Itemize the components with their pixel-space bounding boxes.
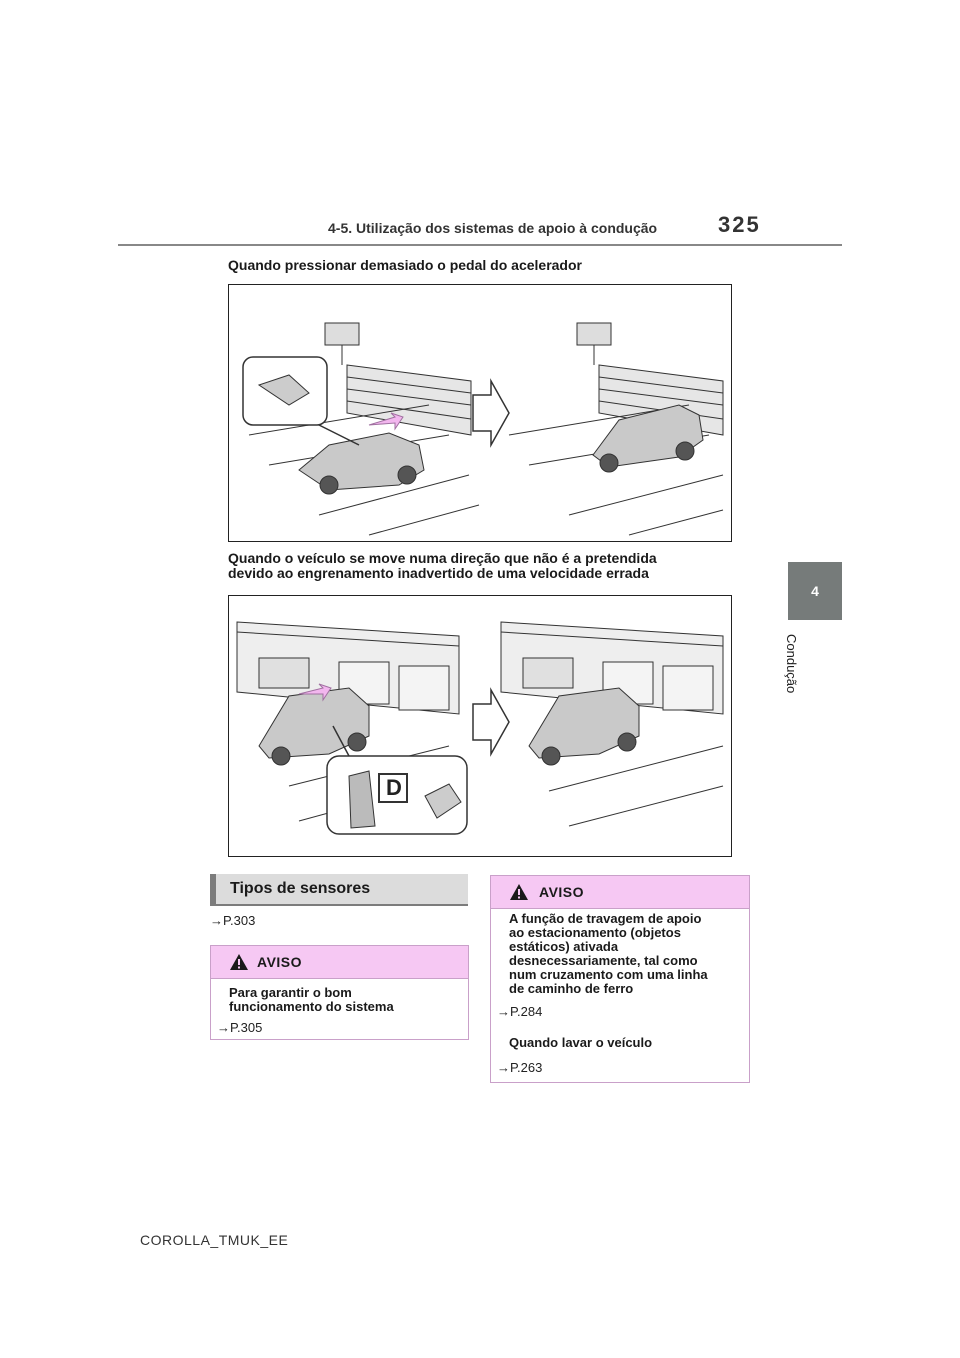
wrong-gear-illustration: D: [236, 621, 724, 835]
warning-right-reference-1[interactable]: →P.284: [497, 1004, 543, 1019]
arrow-right-icon: →: [497, 1004, 510, 1019]
warning-right-subheading: Quando lavar o veículo: [509, 1035, 653, 1050]
accelerator-parking-illustration: [242, 322, 724, 536]
warning-triangle-icon: [510, 884, 528, 900]
warning-left-reference[interactable]: →P.305: [217, 1020, 263, 1035]
warning-left-text-1: Para garantir o bom: [229, 985, 352, 1000]
warning-right-text-4: desnecessariamente, tal como: [509, 953, 698, 968]
figure-1-caption: Quando pressionar demasiado o pedal do a…: [228, 257, 582, 273]
sensors-section-title: Tipos de sensores: [230, 880, 371, 897]
gear-d-label: D: [386, 775, 402, 800]
page-number: 325: [718, 212, 761, 237]
warning-header-left: AVISO: [211, 946, 468, 979]
warning-header-right: AVISO: [491, 876, 749, 909]
warning-right-text-3: estáticos) ativada: [509, 939, 619, 954]
warning-right-reference-2[interactable]: →P.263: [497, 1060, 543, 1075]
chapter-side-label: Condução: [777, 634, 807, 704]
header-divider: [118, 244, 842, 246]
warning-right-text-2: ao estacionamento (objetos: [509, 925, 681, 940]
warning-right-text-1: A função de travagem de apoio: [509, 911, 702, 926]
chapter-tab: 4: [788, 562, 842, 620]
arrow-right-icon: →: [210, 913, 223, 928]
figure-1-illustration: [228, 284, 732, 542]
chapter-label: Condução: [784, 634, 799, 694]
figure-2-caption-line1: Quando o veículo se move numa direção qu…: [228, 550, 657, 566]
figure-2-caption-line2: devido ao engrenamento inadvertido de um…: [228, 565, 649, 581]
warning-triangle-icon: [230, 954, 248, 970]
document-footer: COROLLA_TMUK_EE: [140, 1232, 289, 1248]
sensors-reference[interactable]: →P.303: [210, 913, 256, 928]
warning-label-left: AVISO: [257, 954, 303, 970]
chapter-number: 4: [811, 583, 819, 599]
figure-2-illustration: D: [228, 595, 732, 857]
warning-right-text-5: num cruzamento com uma linha: [509, 967, 708, 982]
arrow-right-icon: →: [497, 1060, 510, 1075]
warning-left-text-2: funcionamento do sistema: [229, 999, 394, 1014]
sensors-section-heading: Tipos de sensores: [210, 874, 468, 906]
warning-right-text-6: de caminho de ferro: [509, 981, 634, 996]
section-header-title: 4-5. Utilização dos sistemas de apoio à …: [328, 220, 658, 236]
warning-box-left: AVISO Para garantir o bom funcionamento …: [210, 945, 469, 1040]
arrow-right-icon: →: [217, 1020, 230, 1035]
warning-box-right: AVISO A função de travagem de apoio ao e…: [490, 875, 750, 1083]
warning-label-right: AVISO: [539, 884, 585, 900]
